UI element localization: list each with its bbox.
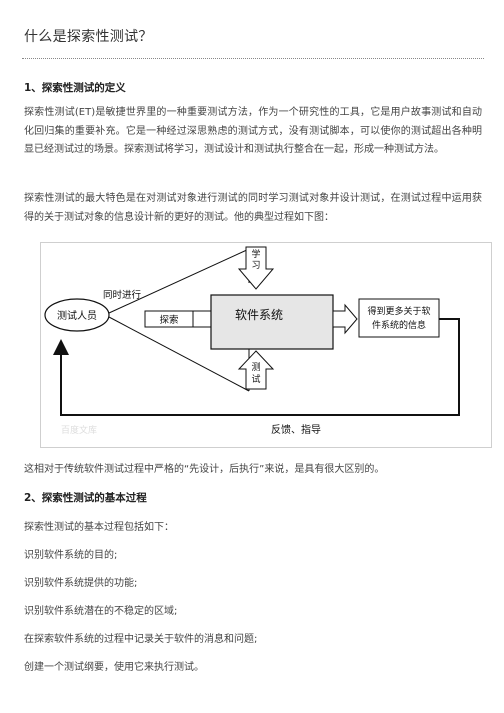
process-step-4: 在探索软件系统的过程中记录关于软件的消息和问题; bbox=[24, 634, 258, 645]
wedge-upper-line bbox=[108, 248, 250, 314]
feedback-loop-line bbox=[53, 318, 460, 416]
test-label-bottom: 试 bbox=[251, 373, 260, 385]
software-system-box bbox=[210, 294, 334, 350]
process-step-2: 识别软件系统提供的功能; bbox=[24, 578, 138, 589]
process-diagram-svg: 测试人员 同时进行 探索 软件系统 学 习 测 试 bbox=[44, 246, 460, 436]
result-arrow bbox=[332, 303, 358, 335]
process-step-5: 创建一个测试纲要，使用它来执行测试。 bbox=[24, 662, 204, 673]
page-title: 什么是探索性测试？ bbox=[24, 29, 153, 45]
result-box bbox=[358, 298, 440, 338]
simultaneous-label: 同时进行 bbox=[103, 289, 142, 301]
result-label-line2: 件系统的信息 bbox=[372, 319, 426, 331]
tester-node bbox=[44, 298, 110, 332]
comparison-sentence: 这相对于传统软件测试过程中严格的“先设计，后执行”来说，是具有很大区别的。 bbox=[24, 464, 385, 475]
test-arrow bbox=[237, 350, 275, 390]
watermark-text: 百度文库 bbox=[61, 424, 97, 436]
learn-arrow bbox=[237, 246, 275, 290]
software-system-label: 软件系统 bbox=[235, 308, 283, 322]
process-step-3: 识别软件系统潜在的不稳定的区域; bbox=[24, 606, 178, 617]
explore-label: 探索 bbox=[159, 314, 178, 326]
feedback-label: 反馈、指导 bbox=[271, 423, 321, 436]
wedge-lower-line bbox=[108, 316, 250, 392]
tester-label: 测试人员 bbox=[57, 309, 97, 322]
section1-heading: 1、探索性测试的定义 bbox=[24, 82, 126, 94]
learn-label-top: 学 bbox=[251, 248, 260, 260]
feature-paragraph: 探索性测试的最大特色是在对测试对象进行测试的同时学习测试对象并设计测试，在测试过… bbox=[24, 193, 482, 223]
definition-paragraph: 探索性测试(ET)是敏捷世界里的一种重要测试方法，作为一个研究性的工具，它是用户… bbox=[24, 107, 482, 155]
test-label-top: 测 bbox=[251, 362, 260, 373]
title-divider bbox=[22, 58, 484, 59]
process-intro: 探索性测试的基本过程包括如下： bbox=[24, 522, 174, 533]
result-label-line1: 得到更多关于软 bbox=[367, 305, 430, 317]
process-step-1: 识别软件系统的目的; bbox=[24, 550, 118, 561]
learn-label-bottom: 习 bbox=[251, 260, 260, 271]
section2-heading: 2、探索性测试的基本过程 bbox=[24, 492, 147, 504]
process-diagram: 测试人员 同时进行 探索 软件系统 学 习 测 试 bbox=[40, 242, 492, 448]
